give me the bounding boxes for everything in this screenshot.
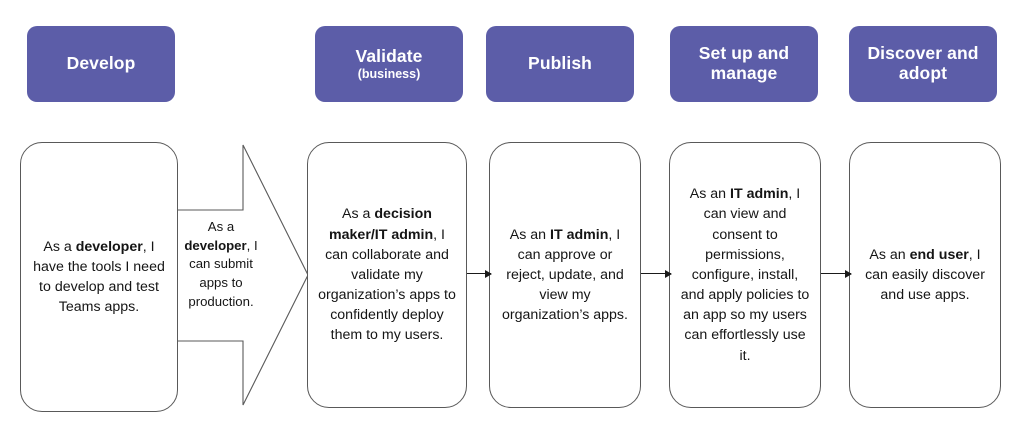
story-box-set-up-and-manage[interactable]: As an IT admin, I can view and consent t… (669, 142, 821, 408)
story-text: As an IT admin, I can view and consent t… (680, 186, 810, 364)
stage-title: Set up and manage (698, 43, 790, 83)
stage-title: Publish (528, 53, 592, 74)
stage-pill-develop[interactable]: Develop (27, 26, 175, 102)
story-text: As a developer, I have the tools I need … (33, 238, 165, 316)
stage-title: Develop (66, 53, 136, 74)
stage-pill-set-up-and-manage[interactable]: Set up and manage (670, 26, 818, 102)
stage-pill-validate[interactable]: Validate (business) (315, 26, 463, 102)
story-text: As a decision maker/IT admin, I can coll… (318, 206, 456, 344)
stage-pill-publish[interactable]: Publish (486, 26, 634, 102)
connector-set-up-and-manage-to-discover-and-adopt (821, 269, 852, 278)
story-text: As an IT admin, I can approve or reject,… (502, 226, 628, 324)
stage-pill-discover-and-adopt[interactable]: Discover and adopt (849, 26, 997, 102)
connector-publish-to-set-up-and-manage (641, 269, 672, 278)
block-arrow-label-text: As a developer, I can submit apps to pro… (184, 219, 258, 309)
block-arrow-label: As a developer, I can submit apps to pro… (183, 218, 259, 312)
story-box-develop[interactable]: As a developer, I have the tools I need … (20, 142, 178, 412)
stage-title: Validate (355, 45, 423, 66)
stage-subtitle: (business) (357, 67, 421, 82)
stage-title: Discover and adopt (867, 43, 979, 83)
connector-validate-to-publish (467, 269, 492, 278)
story-box-validate[interactable]: As a decision maker/IT admin, I can coll… (307, 142, 467, 408)
story-box-publish[interactable]: As an IT admin, I can approve or reject,… (489, 142, 641, 408)
story-text: As an end user, I can easily discover an… (865, 246, 985, 304)
story-box-discover-and-adopt[interactable]: As an end user, I can easily discover an… (849, 142, 1001, 408)
